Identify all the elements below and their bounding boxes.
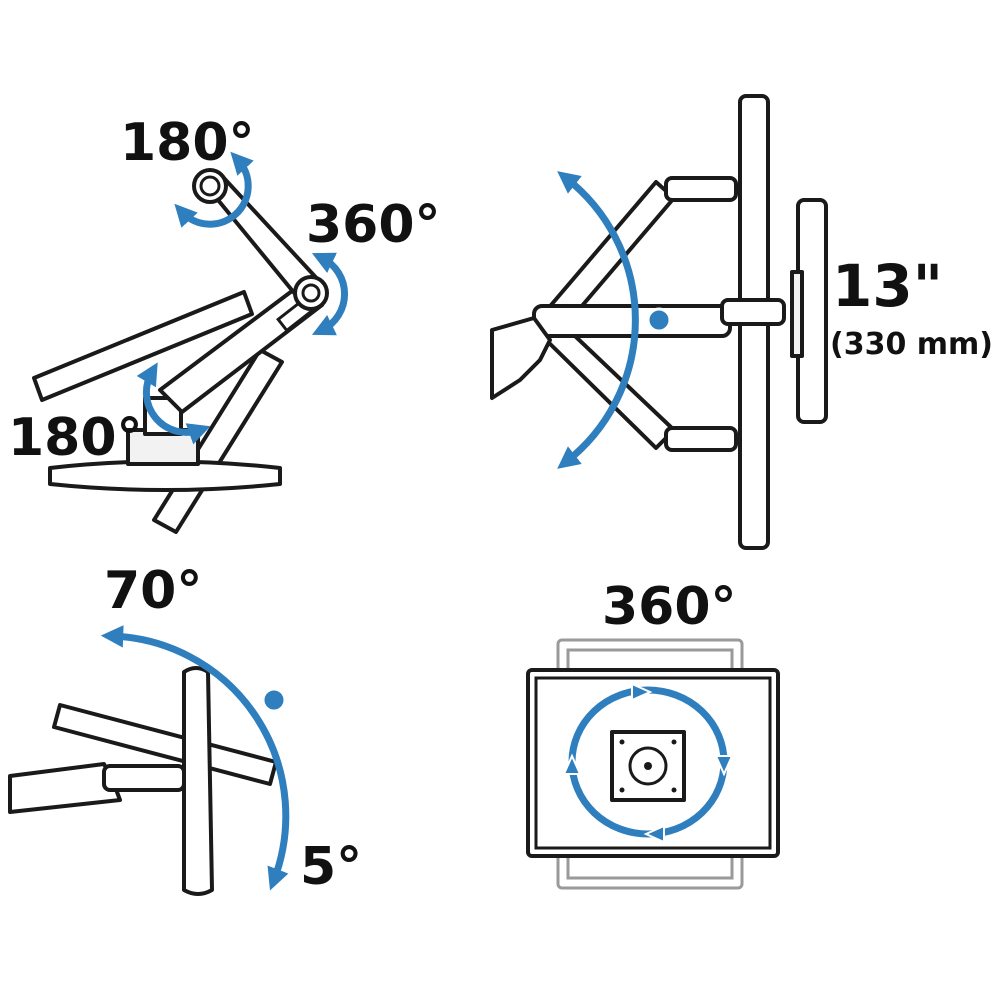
desk-clamp	[490, 316, 552, 400]
screen-landscape-inner	[534, 676, 772, 850]
rotation-arrowhead-left	[562, 753, 582, 775]
height-adjust-label: 13"	[832, 252, 943, 320]
rotation-arrowhead-bottom	[643, 824, 665, 844]
vesa-hole-br	[671, 787, 677, 793]
arm-top-rotation-label: 180°	[120, 113, 255, 173]
vesa-hole-bl	[619, 787, 625, 793]
monitor-upright	[182, 666, 214, 896]
elbow-rotation-arrow	[311, 252, 348, 336]
tilt-arm-head	[102, 764, 186, 792]
arm-raised-head	[664, 176, 738, 202]
rotation-arrowhead-right	[714, 755, 734, 777]
height-adjust-metric-label: (330 mm)	[830, 327, 993, 362]
arm-horizontal-head	[720, 298, 786, 326]
vesa-hole-tl	[619, 739, 625, 745]
elbow-rotation-label: 360°	[306, 195, 441, 255]
base-rotation-arrow	[136, 362, 211, 445]
rotation-arrowhead-top	[631, 682, 653, 702]
vesa-hole-tr	[671, 739, 677, 745]
panel-height-adjust: 13" (330 mm)	[490, 94, 993, 550]
arm-lowered-head	[664, 426, 738, 452]
vesa-hub-center	[644, 762, 652, 770]
shoulder-rotation-arrow	[174, 151, 254, 228]
monitor-front-mount	[790, 270, 804, 358]
tilt-down-label: 5°	[300, 837, 362, 897]
panel-arm-rotation: 180° 360° 180°	[8, 113, 441, 534]
screen-rotation-label: 360°	[602, 577, 737, 637]
vesa-hub	[628, 746, 668, 786]
pivot-dot	[646, 307, 672, 333]
tilt-arrow	[100, 625, 290, 891]
tilt-up-label: 70°	[104, 561, 202, 621]
panel-tilt: 70° 5°	[8, 561, 362, 897]
elbow-joint	[293, 275, 329, 311]
base-rotation-label: 180°	[8, 408, 143, 468]
tilt-pivot-dot	[261, 687, 287, 713]
monitor-back-tilted	[32, 290, 254, 402]
height-adjust-arrow	[557, 171, 639, 469]
panel-screen-rotation: 360°	[526, 577, 780, 890]
shoulder-joint	[192, 168, 228, 204]
